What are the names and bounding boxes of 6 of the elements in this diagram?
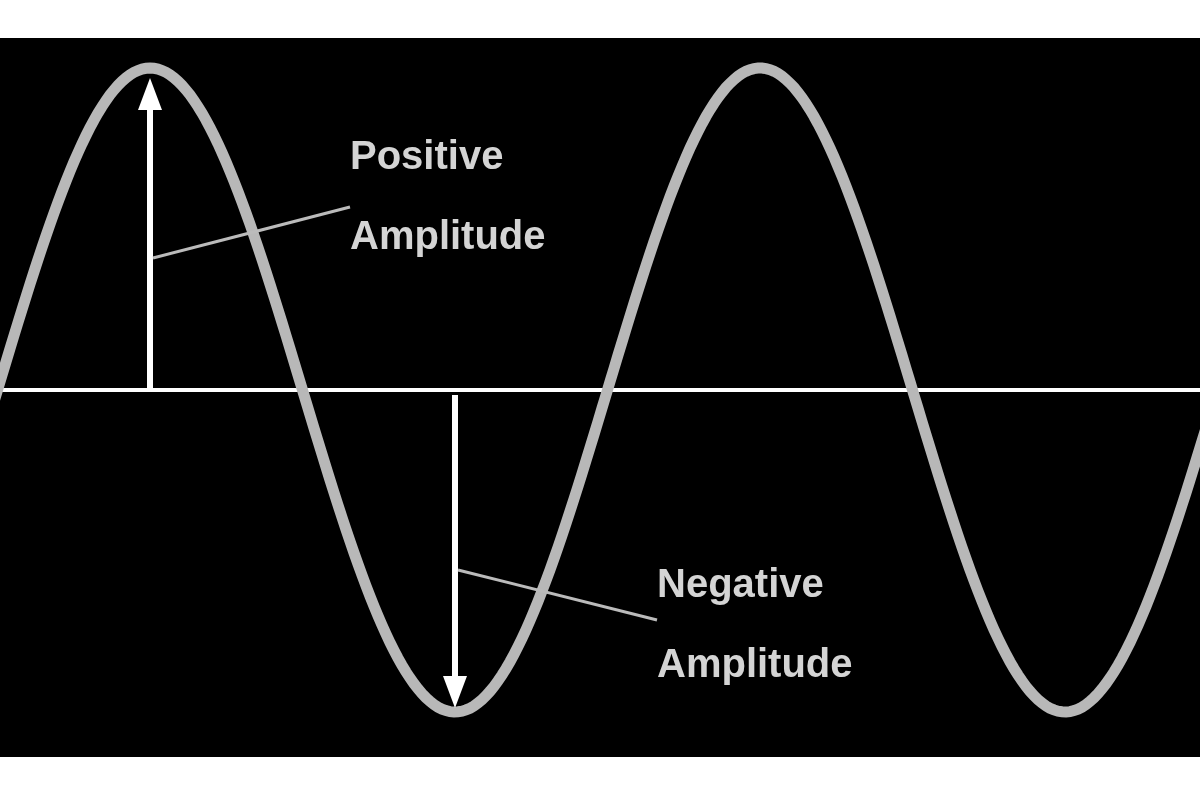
leader-line (457, 568, 658, 622)
amplitude-label: Negative Amplitude (657, 543, 937, 703)
amplitude-label: Positive Amplitude (350, 115, 620, 275)
amplitude-arrow (443, 395, 467, 708)
amplitude-arrow (138, 78, 162, 390)
leader-line (152, 205, 351, 260)
